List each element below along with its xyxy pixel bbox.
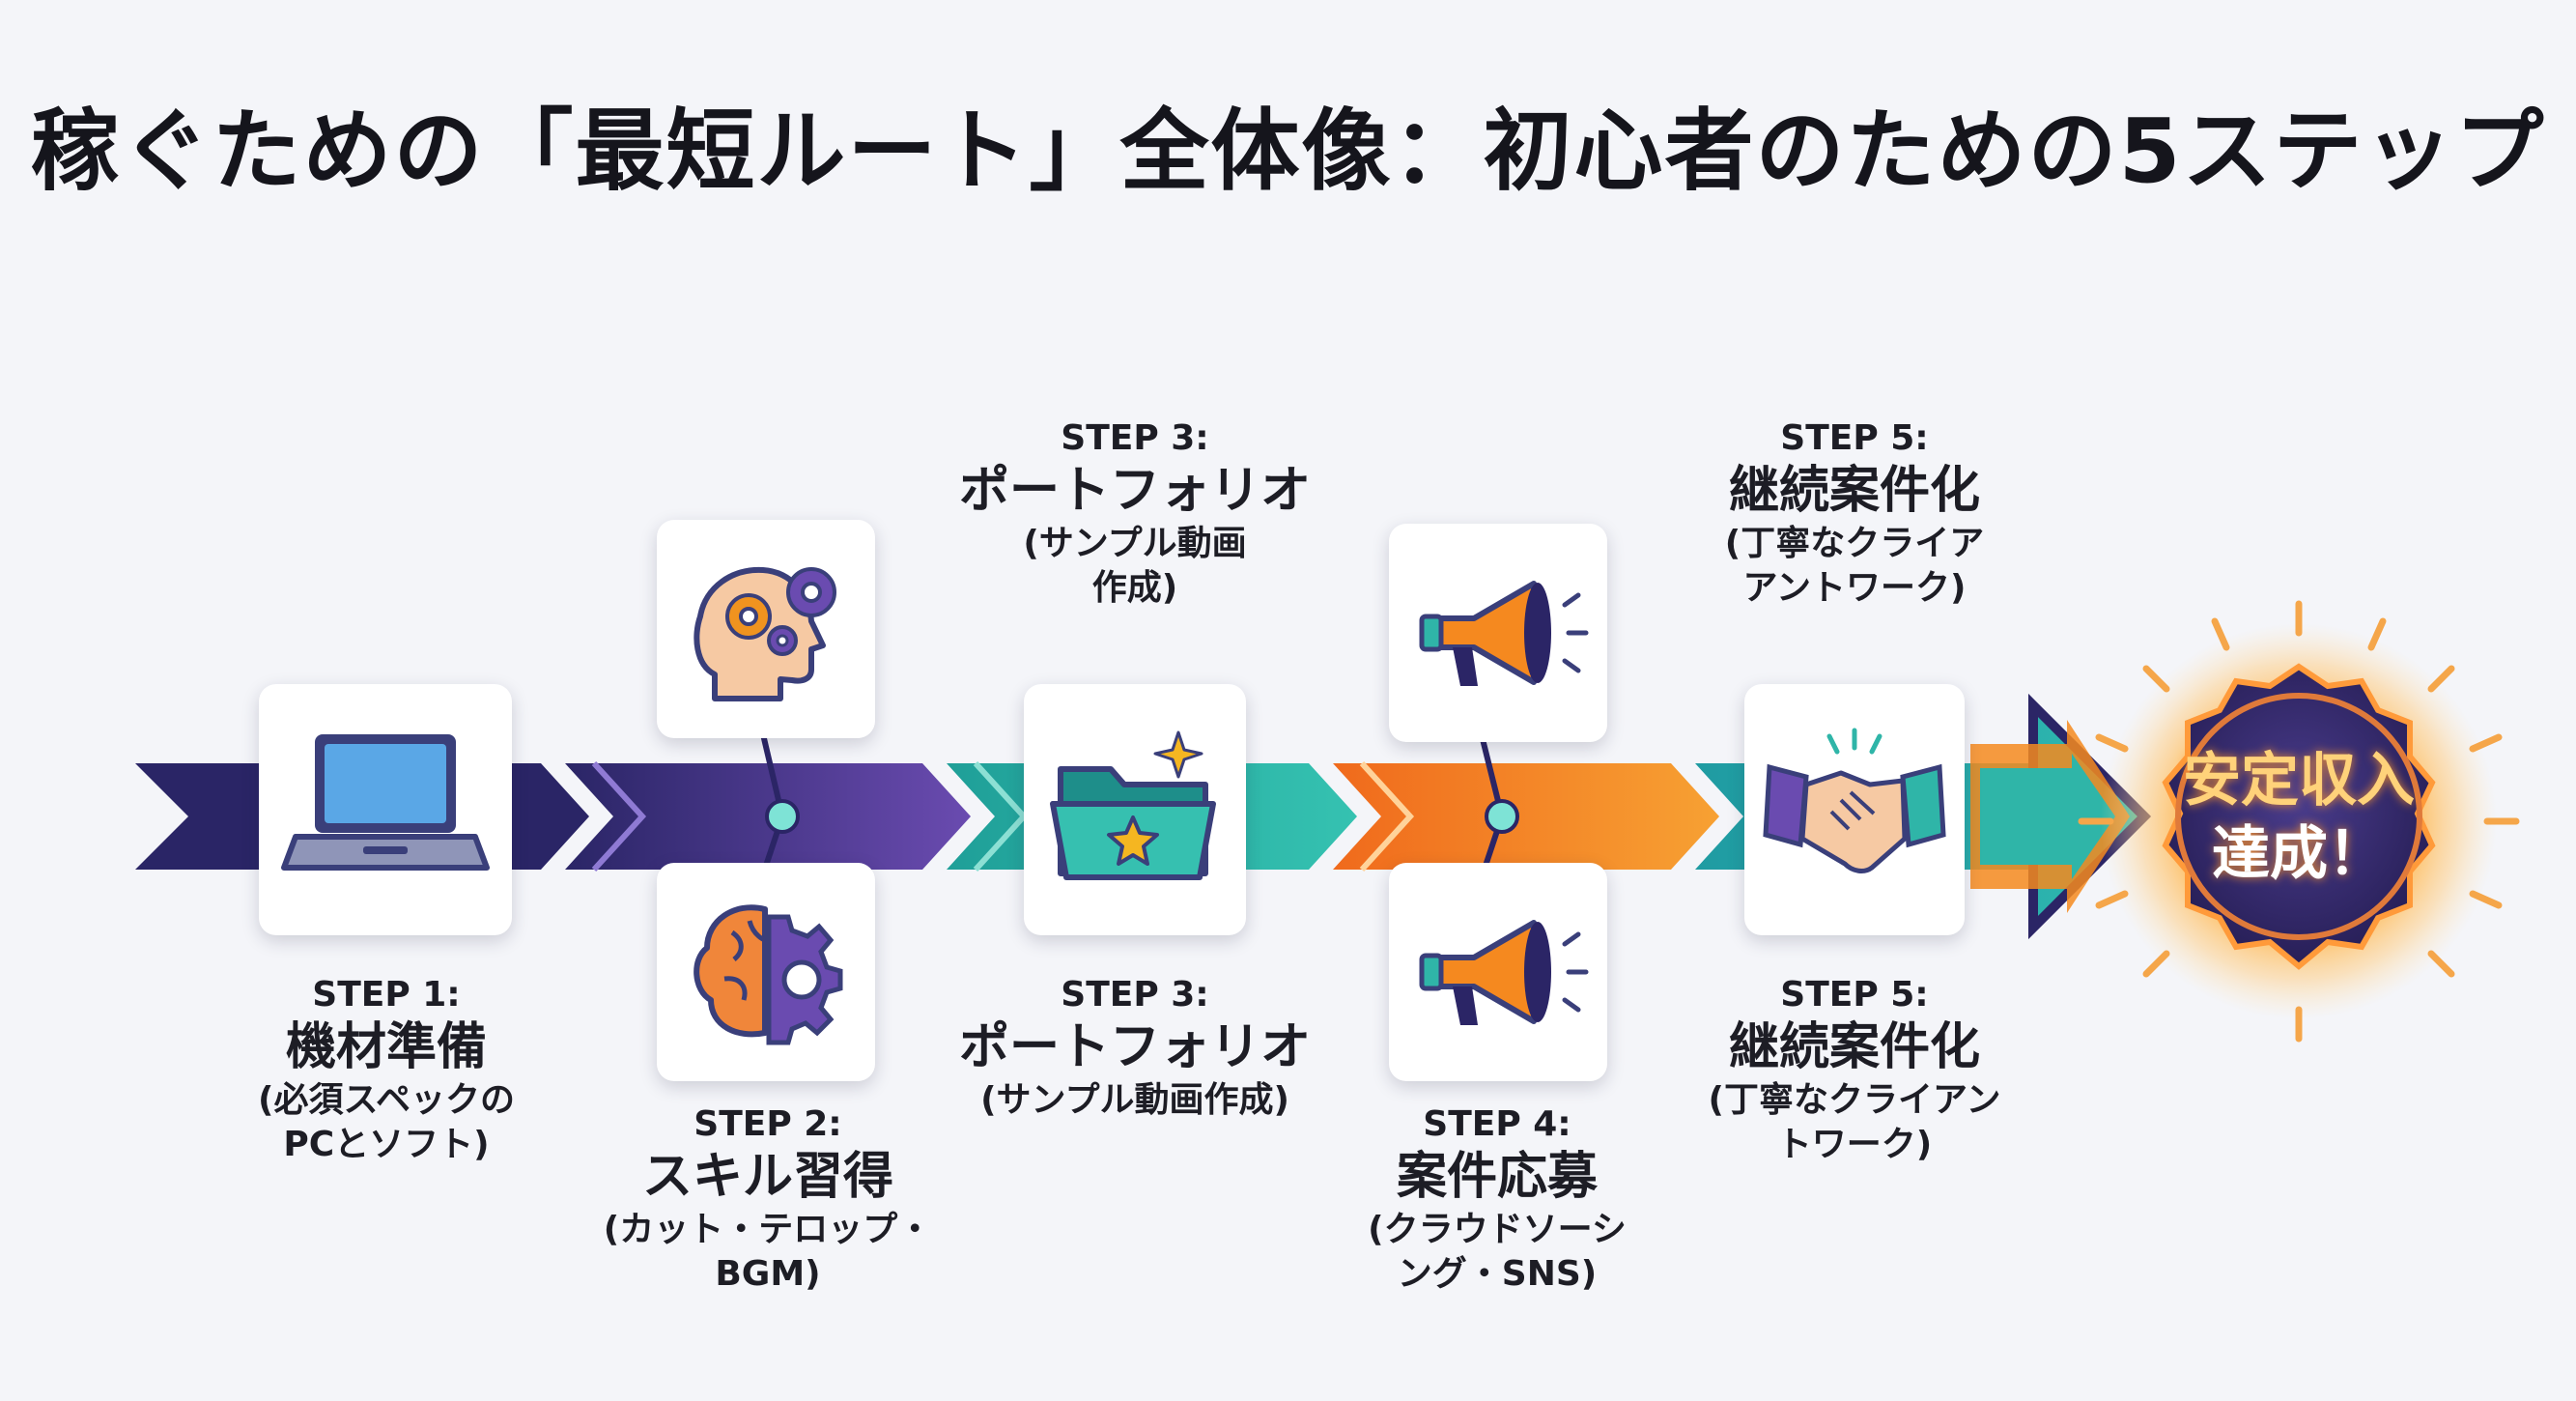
- step4-card-top: [1389, 524, 1607, 742]
- handshake-icon: [1763, 728, 1946, 873]
- step2-desc-line2: BGM): [715, 1254, 821, 1294]
- step5-desc-line1: (丁寧なクライアン: [1708, 1080, 2001, 1120]
- step1-desc-line2: PCとソフト): [283, 1125, 490, 1164]
- page-title: 稼ぐための「最短ルート」全体像：初心者のための5ステップ: [30, 100, 2546, 203]
- step4-label: STEP 4: 案件応募 (クラウドソーシ ング・SNS): [1314, 1103, 1681, 1297]
- head-gears-icon: [694, 566, 836, 701]
- step5-desc-line2: トワーク): [1776, 1125, 1933, 1164]
- brain-gear-icon: [694, 904, 843, 1045]
- laptop-icon: [281, 734, 490, 871]
- step1-number: STEP 1:: [312, 975, 461, 1015]
- step5-top-label: STEP 5: 継続案件化 (丁寧なクライア アントワーク): [1671, 417, 2038, 611]
- goal-line1: 安定収入: [2183, 747, 2415, 815]
- step3-top-desc-line1: (サンプル動画: [1023, 524, 1247, 563]
- step4-name: 案件応募: [1396, 1148, 1598, 1206]
- step1-name: 機材準備: [285, 1018, 487, 1076]
- step5-number: STEP 5:: [1780, 975, 1929, 1015]
- arrow-segment-4: [1333, 760, 1719, 872]
- step4-card-bottom: [1389, 863, 1607, 1081]
- step1-card: [259, 684, 512, 935]
- step5-name: 継続案件化: [1728, 1018, 1980, 1076]
- step4-desc-line2: ング・SNS): [1397, 1254, 1598, 1294]
- step2-card-bottom: [657, 863, 875, 1081]
- step3-card: [1024, 684, 1246, 935]
- step1-desc-line1: (必須スペックの: [258, 1080, 515, 1120]
- step5-top-name: 継続案件化: [1728, 462, 1980, 520]
- step2-card-top: [657, 520, 875, 738]
- step3-top-label: STEP 3: ポートフォリオ (サンプル動画 作成): [947, 417, 1323, 611]
- folder-star-icon: [1050, 730, 1216, 880]
- step5-top-number: STEP 5:: [1780, 418, 1929, 458]
- goal-line2: 達成！: [2212, 820, 2386, 888]
- megaphone-icon: [1419, 581, 1589, 686]
- step5-label: STEP 5: 継続案件化 (丁寧なクライアン トワーク): [1671, 974, 2038, 1167]
- goal-badge: [2078, 600, 2520, 1043]
- step5-top-desc-line2: アントワーク): [1742, 568, 1967, 608]
- step2-desc-line1: (カット・テロップ・: [603, 1210, 933, 1249]
- step3-number: STEP 3:: [1061, 975, 1209, 1015]
- step3-top-name: ポートフォリオ: [958, 462, 1311, 520]
- megaphone-icon: [1419, 920, 1589, 1025]
- step5-top-desc-line1: (丁寧なクライア: [1724, 524, 1985, 563]
- step3-name: ポートフォリオ: [958, 1018, 1311, 1076]
- step4-desc-line1: (クラウドソーシ: [1368, 1210, 1627, 1249]
- connector-step2: [760, 733, 800, 875]
- step5-card: [1744, 684, 1965, 935]
- goal-badge-text: 安定収入 達成！: [2159, 744, 2439, 891]
- step2-name: スキル習得: [641, 1148, 893, 1206]
- step2-number: STEP 2:: [694, 1104, 842, 1144]
- step1-label: STEP 1: 機材準備 (必須スペックの PCとソフト): [212, 974, 560, 1167]
- step3-desc-line1: (サンプル動画作成): [980, 1080, 1289, 1120]
- step3-label: STEP 3: ポートフォリオ (サンプル動画作成): [927, 974, 1343, 1123]
- step4-number: STEP 4:: [1423, 1104, 1571, 1144]
- step2-label: STEP 2: スキル習得 (カット・テロップ・ BGM): [580, 1103, 956, 1297]
- step3-top-desc-line2: 作成): [1091, 568, 1178, 608]
- step3-top-number: STEP 3:: [1061, 418, 1209, 458]
